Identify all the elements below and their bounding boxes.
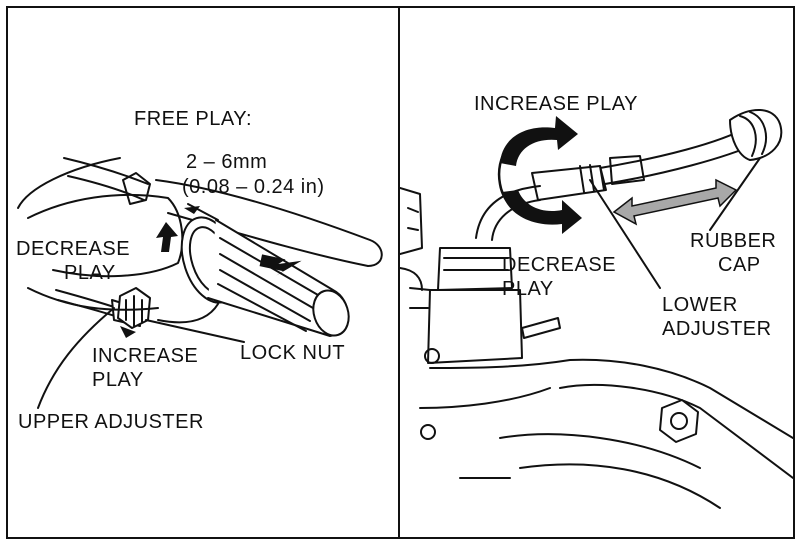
decrease-play-label-line2: PLAY <box>64 262 116 284</box>
mount-bracket <box>400 187 423 255</box>
left-panel-upper-adjuster: FREE PLAY: 2 – 6mm (0.08 – 0.24 in) DECR… <box>8 8 398 537</box>
idle-screw <box>521 317 561 339</box>
switch-housing <box>27 193 184 278</box>
decrease-play-label-line1: DECREASE <box>16 238 131 260</box>
lower-adjuster-body <box>531 165 607 201</box>
rubber-cap-label-line2: CAP <box>718 254 761 276</box>
free-play-inches: (0.08 – 0.24 in) <box>182 176 325 198</box>
carburetor-illustration <box>400 108 793 509</box>
cable-housing <box>599 125 751 169</box>
throttle-grip-illustration <box>17 157 383 409</box>
leader-lock-nut <box>145 319 245 343</box>
decrease-play-label-line1: DECREASE <box>502 254 617 276</box>
decrease-arrow <box>156 222 178 252</box>
lock-nut-label: LOCK NUT <box>240 342 346 364</box>
increase-arrow <box>120 326 136 338</box>
rotate-arrow-grip <box>259 254 302 276</box>
lower-adjuster-label-line1: LOWER <box>662 294 738 316</box>
brake-lever <box>155 179 383 267</box>
free-play-mm: 2 – 6mm <box>186 151 268 173</box>
right-panel-lower-adjuster: INCREASE PLAY DECREASE PLAY RUBBER CAP L… <box>400 8 793 537</box>
increase-play-label-line2: PLAY <box>92 369 144 391</box>
leader-free-play <box>187 203 219 221</box>
handlebar-upper-line2 <box>67 175 145 201</box>
adjust-direction-arrow <box>612 178 738 226</box>
panel-divider <box>398 6 400 539</box>
cable-bend <box>475 185 541 239</box>
decrease-rotation-arrow <box>502 190 582 234</box>
hex-bolt <box>659 399 699 443</box>
increase-play-label-line1: INCREASE <box>92 345 199 367</box>
upper-adjuster-label: UPPER ADJUSTER <box>18 411 204 433</box>
increase-play-label: INCREASE PLAY <box>474 93 638 115</box>
leader-rubber-cap <box>709 157 761 231</box>
lever-pivot <box>122 172 151 205</box>
handlebar-upper-line <box>63 157 149 185</box>
decrease-play-label-line2: PLAY <box>502 278 554 300</box>
grip-end <box>312 289 350 337</box>
increase-rotation-arrow <box>500 116 578 166</box>
diagram-frame <box>6 6 795 539</box>
free-play-title: FREE PLAY: <box>134 108 253 130</box>
lower-adjuster-label-line2: ADJUSTER <box>662 318 772 340</box>
engine-casing <box>429 358 793 439</box>
carb-body <box>427 289 523 364</box>
rubber-cap-label-line1: RUBBER <box>690 230 777 252</box>
free-play-arrow <box>184 206 200 214</box>
leader-lower-adjuster <box>589 179 661 289</box>
leader-upper-adjuster <box>37 307 115 409</box>
